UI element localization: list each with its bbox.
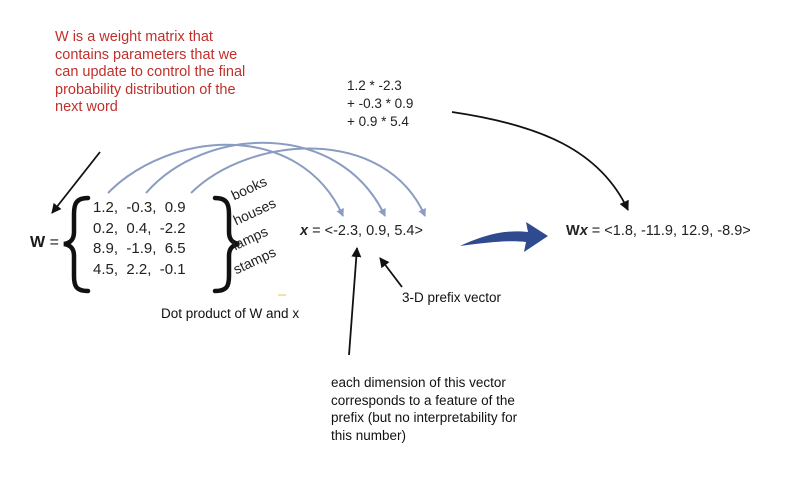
calc-line-2: + -0.3 * 0.9 — [347, 96, 414, 111]
matrix-equals: = — [49, 234, 59, 251]
arc-3 — [190, 147, 426, 217]
prefix-vector: x = <-2.3, 0.9, 5.4> — [300, 223, 423, 239]
matrix-symbol: W — [30, 234, 46, 251]
result-symbol-x: x — [579, 223, 588, 239]
dot-product-label: Dot product of W and x — [161, 306, 300, 321]
dot-product-calculation: 1.2 * -2.3 + -0.3 * 0.9 + 0.9 * 5.4 — [347, 77, 413, 131]
right-brace — [212, 195, 240, 294]
result-vector: Wx = <1.8, -11.9, 12.9, -8.9> — [566, 223, 751, 239]
matrix-row: 0.2, 0.4, -2.2 — [93, 219, 186, 237]
arrow-annotation-to-w — [51, 151, 101, 214]
prefix-vector-label: 3-D prefix vector — [402, 290, 502, 305]
weight-matrix: 1.2, -0.3, 0.9 0.2, 0.4, -2.2 8.9, -1.9,… — [93, 198, 186, 280]
vector-value: = <-2.3, 0.9, 5.4> — [308, 223, 423, 239]
result-value: = <1.8, -11.9, 12.9, -8.9> — [587, 223, 751, 239]
weight-matrix-annotation: W is a weight matrix that contains param… — [55, 29, 246, 115]
arrow-note-to-x — [348, 247, 362, 356]
arrow-calc-to-result — [451, 111, 629, 211]
left-brace — [63, 195, 91, 294]
matrix-row: 1.2, -0.3, 0.9 — [93, 199, 186, 216]
arrow-prefix-to-x — [379, 257, 403, 288]
result-symbol: Wx — [566, 223, 588, 239]
calc-line-1: 1.2 * -2.3 — [347, 78, 402, 93]
matrix-row: 8.9, -1.9, 6.5 — [93, 240, 186, 257]
arc-2 — [145, 141, 386, 217]
matrix-label: W = — [30, 234, 59, 252]
calc-line-3: + 0.9 * 5.4 — [347, 114, 409, 129]
matrix-row: 4.5, 2.2, -0.1 — [93, 260, 186, 278]
big-blue-arrow — [460, 222, 548, 252]
vector-symbol: x — [300, 223, 309, 239]
result-symbol-w: W — [566, 223, 580, 239]
dimension-note: each dimension of this vector correspond… — [331, 375, 518, 443]
